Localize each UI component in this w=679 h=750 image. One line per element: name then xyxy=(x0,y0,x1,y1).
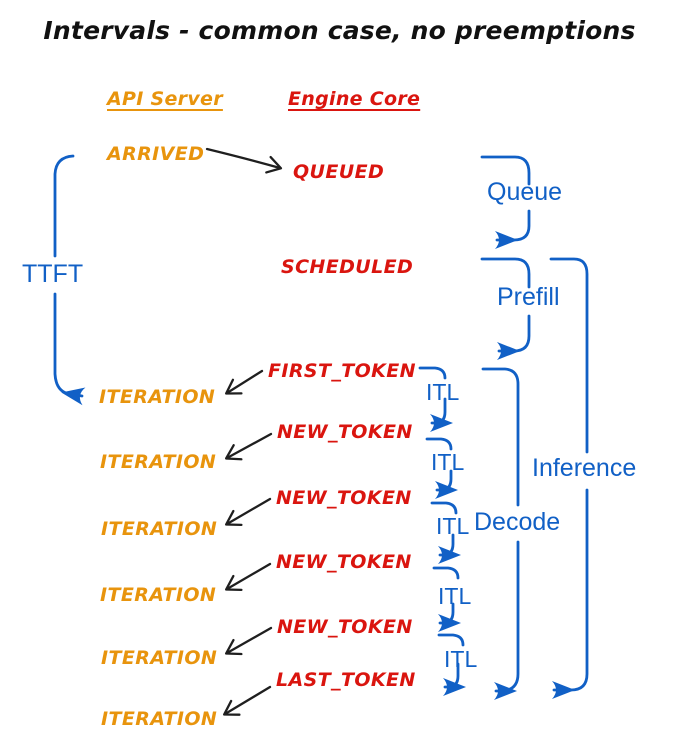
queue-bracket-top xyxy=(480,155,531,186)
engine-event-label: NEW_TOKEN xyxy=(276,551,412,573)
queue-label: Queue xyxy=(487,178,563,206)
engine-event-label: NEW_TOKEN xyxy=(277,421,413,443)
engine-core-column-header: Engine Core xyxy=(288,88,421,110)
queue-bracket-arrow xyxy=(495,209,531,249)
itl-bracket-arrow xyxy=(430,397,453,432)
itl-bracket-top xyxy=(432,566,460,580)
api-event-label: ITERATION xyxy=(101,518,218,540)
itl-bracket-top xyxy=(425,437,453,451)
api-event-label: ITERATION xyxy=(101,647,218,669)
page-title: Intervals - common case, no preemptions xyxy=(43,16,636,45)
decode-bracket-arrow xyxy=(494,540,520,700)
itl-label: ITL xyxy=(438,583,472,609)
inference-label: Inference xyxy=(532,454,637,482)
inference-bracket-top xyxy=(549,257,589,454)
arrow-token-to-iteration xyxy=(224,562,272,592)
ttft-bracket-arrow xyxy=(53,292,86,406)
itl-label: ITL xyxy=(426,379,460,405)
arrow-token-to-iteration xyxy=(224,497,272,527)
itl-bracket-top xyxy=(418,366,447,380)
arrow-token-to-iteration xyxy=(224,432,273,461)
engine-event-label: SCHEDULED xyxy=(281,256,414,278)
itl-bracket-arrow xyxy=(438,533,461,564)
engine-event-label: NEW_TOKEN xyxy=(276,487,412,509)
prefill-label: Prefill xyxy=(497,283,560,311)
decode-label: Decode xyxy=(474,508,561,536)
inference-bracket-arrow xyxy=(552,488,589,699)
ttft-label: TTFT xyxy=(22,260,84,288)
decode-bracket-top xyxy=(481,367,520,507)
api-event-label: ITERATION xyxy=(99,386,216,408)
api-event-label: ITERATION xyxy=(101,708,218,730)
itl-bracket-top xyxy=(430,501,458,515)
arrow-token-to-iteration xyxy=(224,626,273,656)
ttft-bracket-top xyxy=(53,154,75,258)
engine-event-label: QUEUED xyxy=(293,161,385,183)
itl-label: ITL xyxy=(436,513,470,539)
itl-label: ITL xyxy=(431,449,465,475)
engine-event-label: NEW_TOKEN xyxy=(277,616,413,638)
engine-event-label: LAST_TOKEN xyxy=(276,669,416,691)
itl-bracket-arrow xyxy=(435,469,458,499)
itl-bracket-arrow xyxy=(438,602,461,632)
arrow-arrived-to-queued xyxy=(205,147,283,174)
itl-bracket-top xyxy=(437,633,465,647)
itl-bracket-arrow xyxy=(443,662,466,696)
prefill-bracket-top xyxy=(480,257,531,289)
arrow-token-to-iteration xyxy=(225,369,264,395)
arrow-token-to-iteration xyxy=(222,685,272,716)
itl-label: ITL xyxy=(444,646,478,672)
api-event-label: ITERATION xyxy=(100,451,217,473)
engine-event-label: FIRST_TOKEN xyxy=(268,360,416,382)
prefill-bracket-arrow xyxy=(497,314,531,360)
api-event-label: ARRIVED xyxy=(107,143,205,165)
api-server-column-header: API Server xyxy=(107,88,223,110)
api-event-label: ITERATION xyxy=(100,584,217,606)
